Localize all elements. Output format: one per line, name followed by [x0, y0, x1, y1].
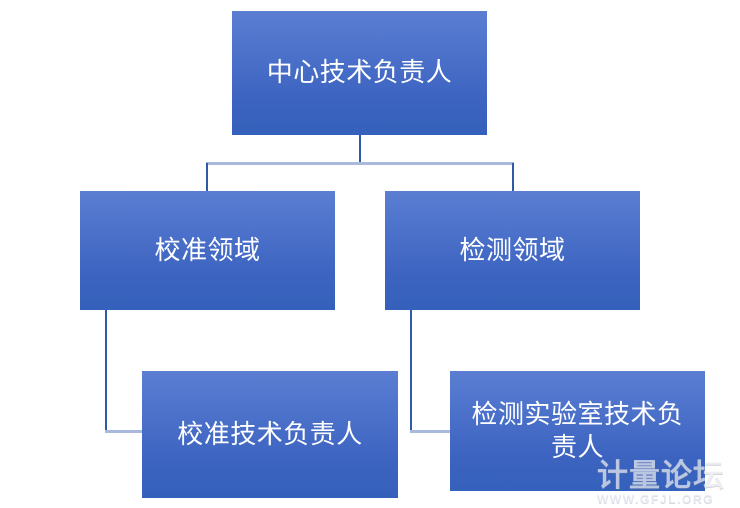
node-testing-area[interactable]: 检测领域: [385, 191, 640, 310]
connector-calibration-horizontal: [105, 430, 145, 433]
node-testing-lab-technical-lead[interactable]: 检测实验室技术负责人: [450, 371, 705, 491]
node-calibration-technical-lead[interactable]: 校准技术负责人: [142, 371, 398, 498]
node-center-technical-director-label: 中心技术负责人: [266, 57, 453, 88]
connector-drop-to-testing: [512, 163, 514, 192]
connector-drop-to-calibration: [206, 163, 208, 192]
node-center-technical-director[interactable]: 中心技术负责人: [232, 11, 487, 135]
connector-top-stem: [359, 135, 361, 165]
node-testing-area-label: 检测领域: [459, 234, 566, 265]
connector-calibration-vertical: [105, 310, 107, 432]
connector-testing-vertical: [410, 310, 412, 432]
connector-top-horizontal-bus: [206, 162, 514, 165]
node-testing-lab-technical-lead-label: 检测实验室技术负责人: [471, 398, 684, 462]
node-calibration-technical-lead-label: 校准技术负责人: [177, 418, 363, 449]
node-calibration-area[interactable]: 校准领域: [80, 191, 335, 310]
watermark-url: WWW.GFJL.ORG: [597, 492, 715, 506]
connector-testing-horizontal: [410, 430, 453, 433]
node-calibration-area-label: 校准领域: [154, 234, 261, 265]
